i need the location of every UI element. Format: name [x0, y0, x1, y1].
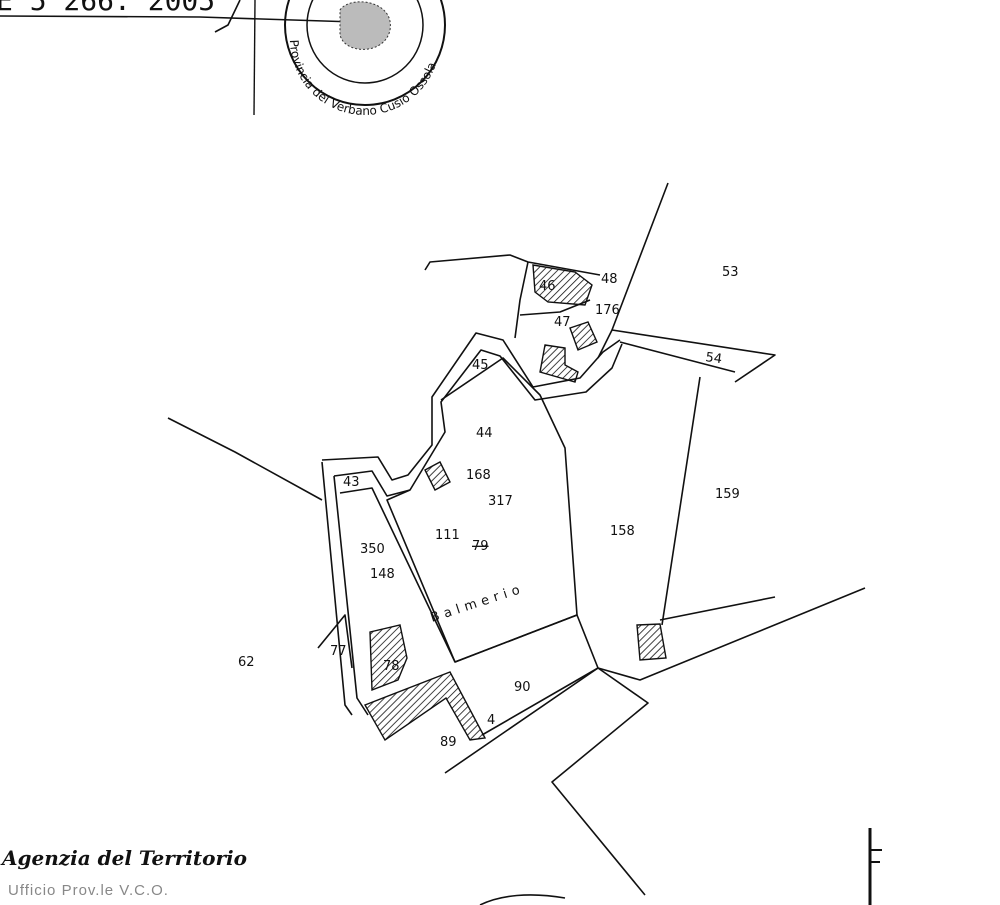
parcel-53: 53: [722, 265, 739, 280]
parcel-4: 4: [487, 713, 495, 728]
office-name: Ufficio Prov.le V.C.O.: [8, 882, 169, 899]
parcel-111: 111: [435, 528, 460, 543]
parcel-46: 46: [539, 279, 556, 294]
locality-name: Balmerio: [429, 581, 527, 626]
parcel-boundaries: [167, 182, 866, 905]
header-reference: E 5 266. 2005: [0, 0, 215, 17]
agency-name: Agenzia del Territorio: [2, 846, 247, 870]
parcel-45: 45: [472, 358, 489, 373]
parcel-43: 43: [343, 475, 360, 490]
parcel-47: 47: [554, 315, 571, 330]
signature-stroke: [214, 0, 241, 33]
parcel-77: 77: [330, 644, 347, 659]
buildings: [363, 264, 667, 742]
north-arrow-icon: [868, 828, 882, 905]
parcel-159: 159: [715, 487, 740, 502]
parcel-158: 158: [610, 524, 635, 539]
parcel-54: 54: [704, 350, 722, 367]
parcel-78: 78: [383, 659, 400, 674]
signature-line: [253, 0, 256, 116]
parcel-350: 350: [360, 542, 385, 557]
parcel-317: 317: [488, 494, 513, 509]
parcel-176: 176: [595, 303, 620, 318]
parcel-62: 62: [238, 655, 255, 670]
header-underline: [0, 15, 356, 23]
parcel-48: 48: [601, 272, 618, 287]
parcel-44: 44: [476, 426, 493, 441]
parcel-79-struck: 79: [472, 539, 489, 554]
parcel-168: 168: [466, 468, 491, 483]
parcel-148: 148: [370, 567, 395, 582]
parcel-89: 89: [440, 735, 457, 750]
official-stamp: Provincia del Verbano Cusio Ossola: [284, 0, 446, 118]
parcel-90: 90: [514, 680, 531, 695]
